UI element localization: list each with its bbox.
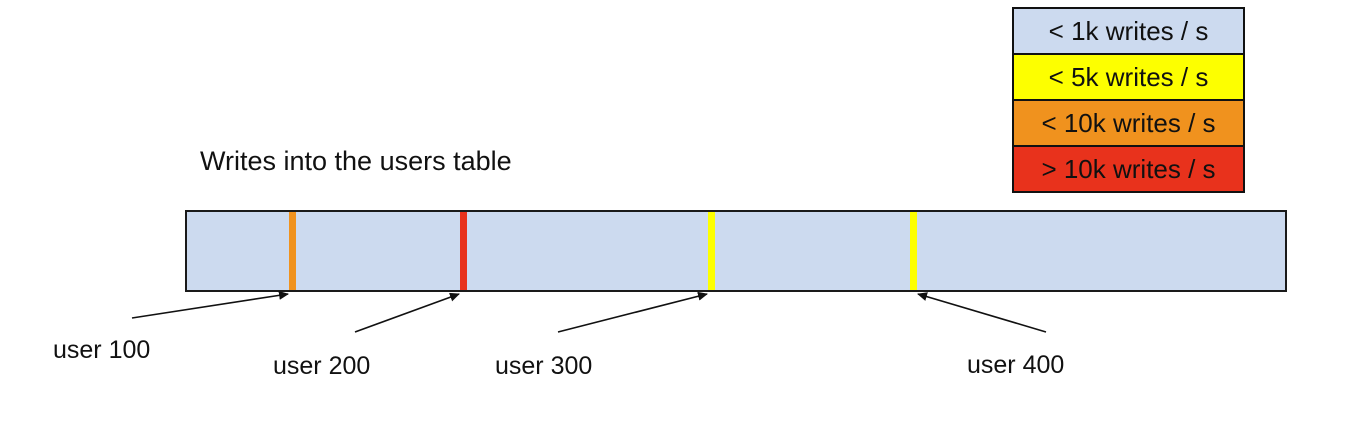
label-user-400: user 400 (967, 351, 1065, 379)
legend-item-label: < 1k writes / s (1048, 16, 1209, 46)
legend-item-lt-1k: < 1k writes / s (1014, 9, 1243, 55)
label-user-300: user 300 (495, 352, 593, 380)
legend-item-label: < 5k writes / s (1048, 62, 1209, 92)
legend-item-label: < 10k writes / s (1041, 108, 1216, 138)
arrow-user-300 (557, 291, 708, 333)
label-user-200: user 200 (273, 352, 371, 380)
legend-item-label: > 10k writes / s (1041, 154, 1216, 184)
arrow-user-400 (917, 292, 1047, 333)
hotspot-stripe-user-300 (708, 212, 715, 290)
legend-item-lt-10k: < 10k writes / s (1014, 101, 1243, 147)
hotspot-stripe-user-400 (910, 212, 917, 290)
legend: < 1k writes / s < 5k writes / s < 10k wr… (1012, 7, 1245, 193)
legend-item-gt-10k: > 10k writes / s (1014, 147, 1243, 191)
arrow-user-100 (131, 290, 289, 319)
arrow-user-200 (354, 292, 460, 333)
hotspot-stripe-user-200 (460, 212, 467, 290)
label-user-100: user 100 (53, 336, 151, 364)
hotspot-stripe-user-100 (289, 212, 296, 290)
diagram-title: Writes into the users table (200, 146, 512, 176)
legend-item-lt-5k: < 5k writes / s (1014, 55, 1243, 101)
users-table-bar (185, 210, 1287, 292)
